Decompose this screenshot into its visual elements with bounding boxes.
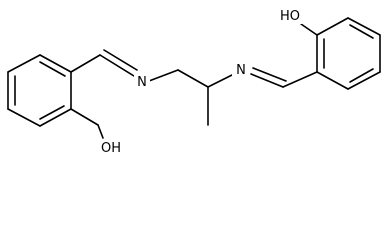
imine-double-bond [103, 49, 138, 71]
bond [148, 69, 179, 82]
left-benzene-ring [7, 54, 72, 127]
hydroxyl-label-top: HO [280, 9, 300, 24]
atom-imine-right: N [232, 60, 250, 78]
atom-hydroxyl-top: HO [278, 6, 302, 24]
aromatic-double-bond [39, 61, 66, 77]
skeletal-formula-diagram: N N HO OH [7, 6, 381, 156]
bond-ring-to-hydroxyl [300, 23, 318, 36]
bond [347, 71, 381, 90]
bond [316, 71, 349, 90]
bond-ring-to-hydroxyl [70, 108, 99, 126]
aromatic-double-bond [39, 105, 65, 120]
atom-imine-left: N [134, 72, 150, 90]
nitrogen-label-right: N [236, 63, 246, 78]
bond [39, 54, 72, 73]
bond [282, 71, 318, 88]
bond [39, 108, 72, 127]
right-benzene-ring [316, 17, 381, 90]
nitrogen-label-left: N [137, 75, 147, 90]
bond [177, 69, 209, 88]
imine-double-bond [252, 67, 287, 82]
bond [7, 54, 41, 73]
bond-to-hydroxyl-bottom [97, 124, 104, 139]
aromatic-double-bond [349, 68, 374, 83]
atom-hydroxyl-bottom: OH [96, 138, 126, 156]
bond [70, 54, 101, 73]
bond [347, 17, 381, 36]
bond [316, 17, 349, 36]
bond [7, 108, 41, 127]
bond [207, 74, 233, 88]
imine-double-bond [250, 73, 284, 88]
imine-double-bond [99, 54, 135, 77]
aromatic-double-bond [349, 24, 374, 39]
hydroxyl-label-bottom: OH [101, 141, 121, 156]
